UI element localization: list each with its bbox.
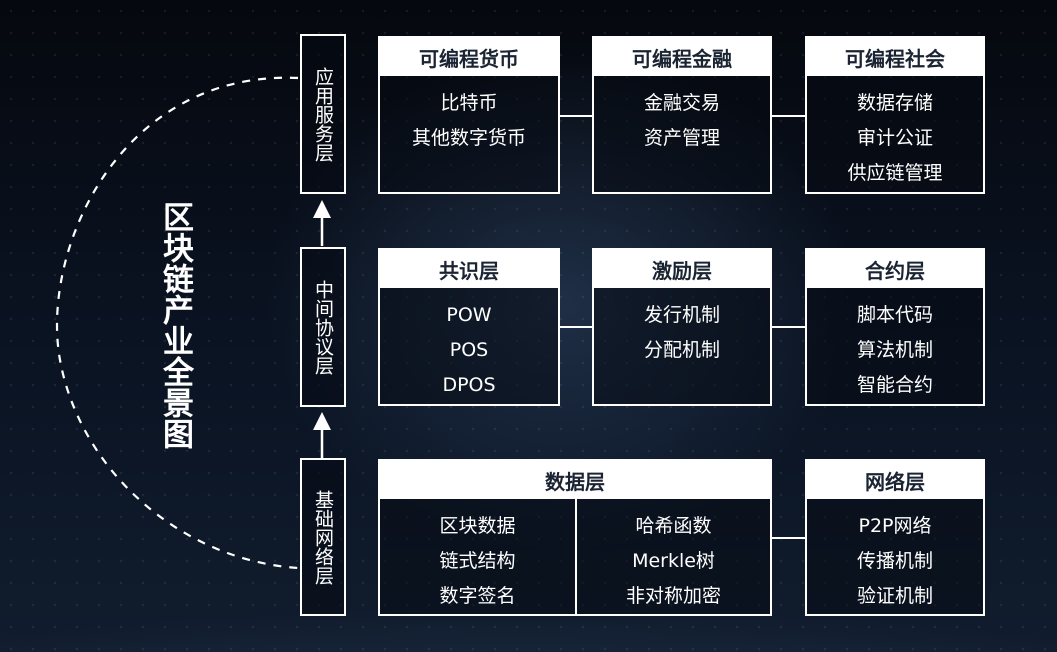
box-item: 哈希函数 [635, 515, 712, 537]
box-item: 审计公证 [856, 127, 933, 149]
box-title: 激励层 [594, 250, 770, 288]
connector-line [560, 326, 592, 328]
box-item: 传播机制 [856, 550, 933, 572]
box-title: 合约层 [807, 250, 983, 288]
box-title: 数据层 [380, 461, 770, 499]
box-title: 可编程货币 [380, 38, 558, 76]
box-item: 发行机制 [643, 304, 720, 326]
box-item: 算法机制 [856, 339, 933, 361]
box-item: 分配机制 [643, 339, 720, 361]
diagram-title: 区块链产业全景图 [157, 201, 193, 449]
layer-label-application: 应用服务层 [300, 34, 346, 194]
layer-label-network: 基础网络层 [300, 458, 346, 616]
box-item: POS [449, 339, 489, 361]
connector-line [772, 326, 805, 328]
box-item: 其他数字货币 [411, 127, 526, 149]
box-item: 供应链管理 [847, 162, 943, 184]
box-item: 数据存储 [856, 92, 933, 114]
box-title: 可编程金融 [594, 38, 770, 76]
box-item: 脚本代码 [856, 304, 933, 326]
box-item: 智能合约 [856, 374, 933, 396]
box-item: 数字签名 [439, 585, 516, 607]
box-item: 非对称加密 [625, 585, 721, 607]
box-item: 验证机制 [856, 585, 933, 607]
connector-line [772, 537, 805, 539]
box-item: Merkle树 [632, 550, 715, 572]
layer-label-protocol: 中间协议层 [300, 247, 346, 407]
box-title: 网络层 [807, 461, 983, 499]
box-programmable-society: 可编程社会 数据存储 审计公证 供应链管理 [805, 36, 985, 194]
box-item: POW [446, 304, 492, 326]
box-item: 区块数据 [439, 515, 516, 537]
box-item: 金融交易 [643, 92, 720, 114]
arrow-up-icon [313, 200, 331, 246]
box-contract: 合约层 脚本代码 算法机制 智能合约 [805, 248, 985, 406]
arrow-up-icon [313, 412, 331, 458]
box-item: 比特币 [440, 92, 498, 114]
box-programmable-currency: 可编程货币 比特币 其他数字货币 [378, 36, 560, 194]
box-network-layer: 网络层 P2P网络 传播机制 验证机制 [805, 459, 985, 616]
box-incentive: 激励层 发行机制 分配机制 [592, 248, 772, 406]
box-item: 链式结构 [439, 550, 516, 572]
column-divider [575, 499, 577, 614]
dashed-arc [55, 76, 299, 570]
box-title: 可编程社会 [807, 38, 983, 76]
box-item: P2P网络 [858, 515, 932, 537]
box-consensus: 共识层 POW POS DPOS [378, 248, 560, 406]
box-programmable-finance: 可编程金融 金融交易 资产管理 [592, 36, 772, 194]
connector-line [560, 115, 592, 117]
box-title: 共识层 [380, 250, 558, 288]
box-item: 资产管理 [643, 127, 720, 149]
box-data-layer: 数据层 区块数据 链式结构 数字签名 哈希函数 Merkle树 非对称加密 [378, 459, 772, 616]
connector-line [772, 115, 805, 117]
box-item: DPOS [442, 374, 496, 396]
